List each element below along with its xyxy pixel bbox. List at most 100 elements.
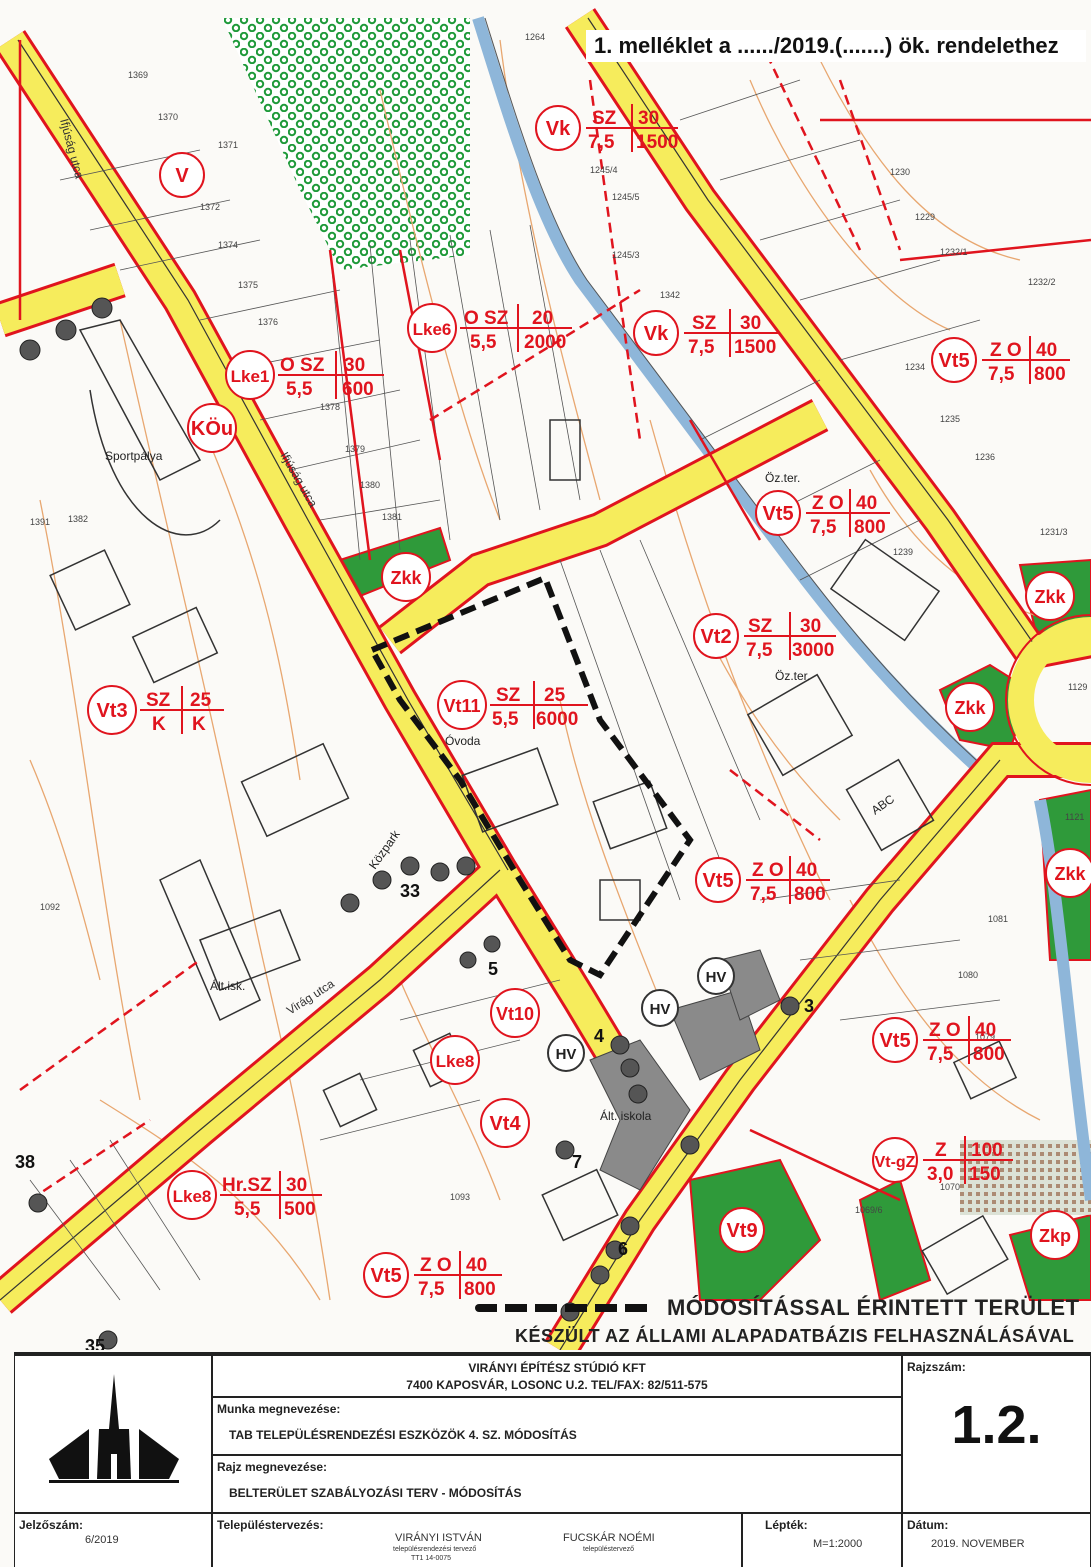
svg-text:Vt-gZ: Vt-gZ — [875, 1154, 916, 1171]
svg-text:800: 800 — [794, 884, 826, 905]
svg-text:1232/2: 1232/2 — [1028, 277, 1056, 287]
zone-label-lke1[interactable]: Lke1 O SZ 5,5 30 600 — [225, 350, 384, 400]
zone-label-zkk-4[interactable]: Zkk — [1045, 848, 1091, 898]
regulation-lines-solid — [18, 40, 1091, 1202]
svg-text:Vt2: Vt2 — [700, 626, 731, 648]
legend-dashed-line — [475, 1304, 655, 1312]
drawing-number: 1.2. — [951, 1395, 1042, 1455]
hv-marker-3[interactable]: HV — [547, 1034, 585, 1072]
zone-label-lke6[interactable]: Lke6 O SZ 5,5 20 2000 — [407, 303, 572, 353]
zone-label-vk-2[interactable]: Vk SZ 7,5 30 1500 — [633, 309, 780, 358]
svg-text:Vt9: Vt9 — [726, 1220, 757, 1242]
zone-label-vt3[interactable]: Vt3 SZ K 25 K — [87, 685, 224, 735]
p10-hatched-area — [960, 1140, 1091, 1215]
svg-text:4: 4 — [594, 1026, 604, 1046]
svg-text:1379: 1379 — [345, 444, 365, 454]
drawing-number-caption: Rajzszám: — [907, 1360, 966, 1374]
zone-labels: V Vk SZ 7,5 30 1500 Lke6 O SZ 5,5 20 200… — [87, 104, 1091, 1300]
svg-text:500: 500 — [284, 1199, 316, 1220]
svg-text:3,0: 3,0 — [927, 1164, 953, 1185]
stream-edge — [484, 17, 988, 771]
svg-text:7,5: 7,5 — [810, 517, 837, 538]
reference-cell: Jelzőszám: 6/2019 — [14, 1513, 212, 1567]
zone-label-vt5-3[interactable]: Vt5 Z O 7,5 40 800 — [695, 856, 830, 905]
zone-label-vt5-1[interactable]: Vt5 Z O 7,5 40 800 — [931, 336, 1070, 385]
svg-text:1245/3: 1245/3 — [612, 250, 640, 260]
svg-text:1236: 1236 — [975, 452, 995, 462]
svg-text:O SZ: O SZ — [280, 355, 325, 376]
zone-label-vt4[interactable]: Vt4 — [480, 1098, 530, 1148]
zone-label-kou[interactable]: KÖu — [187, 403, 237, 453]
church-logo-icon — [49, 1374, 179, 1483]
zone-label-v[interactable]: V — [159, 152, 205, 198]
logo-cell — [14, 1355, 212, 1513]
svg-text:30: 30 — [740, 313, 761, 334]
zone-label-vt-gz[interactable]: Vt-gZ Z 3,0 100 150 — [872, 1136, 1013, 1185]
svg-text:6: 6 — [618, 1239, 628, 1259]
zone-label-vt11[interactable]: Vt11 SZ 5,5 25 6000 — [437, 680, 588, 730]
svg-text:40: 40 — [796, 860, 817, 881]
svg-text:SZ: SZ — [592, 108, 617, 129]
buildings — [49, 319, 1018, 1296]
zone-label-vt5-5[interactable]: Vt5 Z O 7,5 40 800 — [363, 1251, 502, 1300]
svg-text:30: 30 — [638, 108, 659, 129]
svg-text:Z: Z — [935, 1140, 947, 1161]
zone-label-vt2[interactable]: Vt2 SZ 7,5 30 3000 — [693, 612, 836, 661]
svg-text:1371: 1371 — [218, 140, 238, 150]
work-caption: Munka megnevezése: — [217, 1402, 341, 1416]
zone-label-zkk-1[interactable]: Zkk — [381, 552, 431, 602]
svg-text:5,5: 5,5 — [492, 709, 519, 730]
stream-2 — [1034, 798, 1091, 1201]
zone-label-vt5-4[interactable]: Vt5 Z O 7,5 40 800 — [872, 1016, 1011, 1065]
svg-text:30: 30 — [344, 355, 365, 376]
roundabout — [1008, 617, 1091, 783]
svg-text:1381: 1381 — [382, 512, 402, 522]
svg-text:Vt5: Vt5 — [370, 1265, 401, 1287]
svg-text:1380: 1380 — [360, 480, 380, 490]
zone-label-lke8-2[interactable]: Lke8 Hr.SZ 5,5 30 500 — [167, 1170, 322, 1220]
zone-label-vt9[interactable]: Vt9 — [719, 1207, 765, 1253]
plot-numbers: 1264 1369 1370 1371 1372 1374 1375 1376 … — [30, 32, 1087, 1215]
zone-label-vt5-2[interactable]: Vt5 Z O 7,5 40 800 — [755, 489, 890, 538]
place-sportpalya: Sportpálya — [105, 449, 163, 463]
modified-area-boundary[interactable] — [367, 574, 694, 979]
svg-text:Z O: Z O — [752, 860, 784, 881]
svg-text:Zkk: Zkk — [390, 568, 422, 588]
regulation-lines — [19, 39, 902, 1202]
svg-text:Vk: Vk — [644, 323, 669, 345]
svg-text:1245/4: 1245/4 — [590, 165, 618, 175]
svg-text:Zkp: Zkp — [1039, 1226, 1071, 1246]
svg-text:150: 150 — [969, 1164, 1001, 1185]
svg-text:7,5: 7,5 — [927, 1044, 954, 1065]
zone-label-vk-1[interactable]: Vk SZ 7,5 30 1500 — [535, 104, 678, 153]
svg-text:Vt5: Vt5 — [702, 870, 733, 892]
zone-label-zkk-2[interactable]: Zkk — [1025, 571, 1075, 621]
svg-text:K: K — [152, 714, 166, 735]
svg-text:1129: 1129 — [1068, 682, 1087, 692]
svg-text:HV: HV — [556, 1046, 577, 1063]
scale-value: M=1:2000 — [813, 1538, 863, 1550]
svg-text:1382: 1382 — [68, 514, 88, 524]
title-block: VIRÁNYI ÉPÍTÉSZ STÚDIÓ KFT 7400 KAPOSVÁR… — [14, 1352, 1091, 1567]
zone-label-vt10[interactable]: Vt10 — [490, 988, 540, 1038]
svg-text:Vt10: Vt10 — [496, 1004, 534, 1024]
scale-caption: Lépték: — [765, 1518, 808, 1532]
hv-marker-2[interactable]: HV — [641, 989, 679, 1027]
svg-text:Vt5: Vt5 — [938, 350, 969, 372]
svg-text:7,5: 7,5 — [750, 884, 777, 905]
svg-text:600: 600 — [342, 379, 374, 400]
zone-label-zkk-3[interactable]: Zkk — [945, 682, 995, 732]
svg-text:2000: 2000 — [524, 332, 566, 353]
svg-text:1093: 1093 — [450, 1192, 470, 1202]
svg-text:7,5: 7,5 — [988, 364, 1015, 385]
scale-cell: Lépték: M=1:2000 — [742, 1513, 902, 1567]
hv-marker-1[interactable]: HV — [697, 957, 735, 995]
zone-label-zkp[interactable]: Zkp — [1030, 1210, 1080, 1260]
svg-text:800: 800 — [1034, 364, 1066, 385]
company-cell: VIRÁNYI ÉPÍTÉSZ STÚDIÓ KFT 7400 KAPOSVÁR… — [212, 1355, 902, 1397]
work-name: TAB TELEPÜLÉSRENDEZÉSI ESZKÖZÖK 4. SZ. M… — [229, 1428, 577, 1442]
legend-modified-area-text: MÓDOSÍTÁSSAL ÉRINTETT TERÜLET — [667, 1295, 1080, 1320]
legend-modified-area: MÓDOSÍTÁSSAL ÉRINTETT TERÜLET — [475, 1293, 1091, 1323]
zone-label-lke8-1[interactable]: Lke8 — [430, 1035, 480, 1085]
svg-text:HV: HV — [706, 969, 727, 986]
